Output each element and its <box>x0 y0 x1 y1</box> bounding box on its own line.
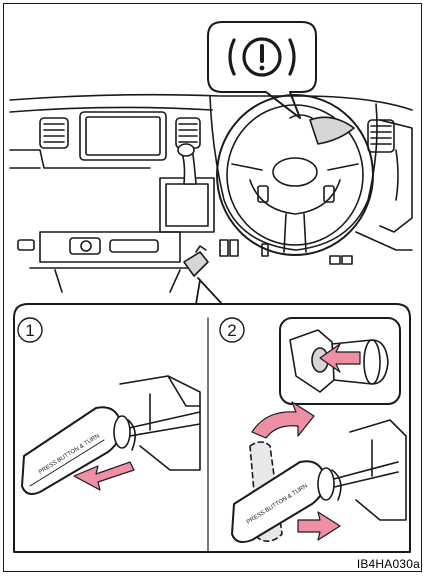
step-1-number: 1 <box>25 321 34 340</box>
image-code: IB4HA030a <box>357 557 420 571</box>
step-2-number: 2 <box>227 321 236 340</box>
dashboard-illustration <box>10 95 412 292</box>
lever-location-marker <box>184 246 208 276</box>
button-press-inset <box>280 318 400 404</box>
